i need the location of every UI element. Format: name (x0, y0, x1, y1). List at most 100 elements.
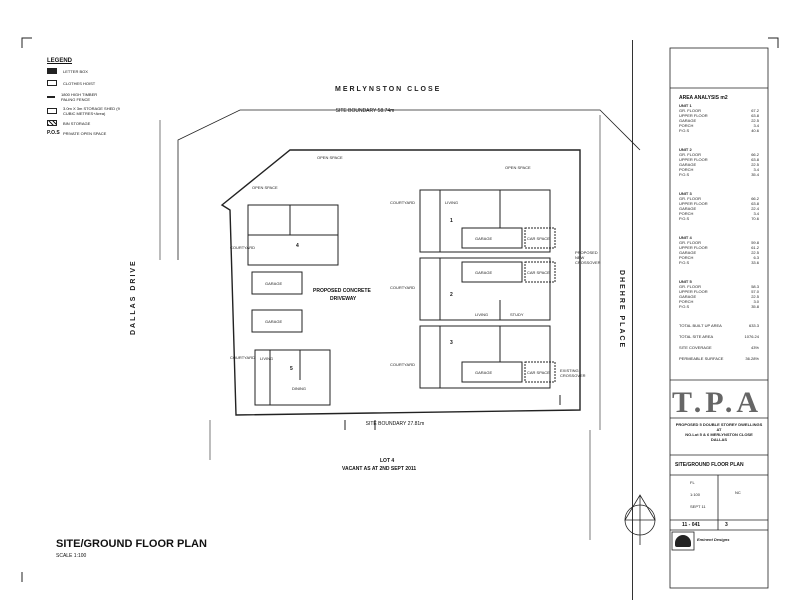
legend-title: LEGEND (47, 58, 73, 64)
drawing-number: 11 - 041 (682, 522, 701, 528)
unit-number-4: 4 (296, 243, 299, 249)
garage-label: GARAGE (475, 236, 493, 241)
living-label: LIVING (445, 200, 459, 205)
plan-title: SITE/GROUND FLOOR PLAN (56, 538, 207, 550)
garage-label: GARAGE (265, 319, 283, 324)
driveway-label-1: PROPOSED CONCRETE (313, 288, 371, 294)
sheet-number: 3 (725, 522, 728, 528)
designer-name: Eminent Designs (697, 537, 730, 542)
meta-value: NC (735, 490, 741, 495)
lot-label-1: LOT 4 (380, 458, 395, 464)
unit-heading: UNIT 1 (679, 103, 692, 108)
study-label: STUDY (510, 312, 524, 317)
letter-box-icon (47, 68, 57, 74)
tpa-logo: T.P.A (672, 386, 763, 419)
unit-number-5: 5 (290, 366, 293, 372)
plan-scale: SCALE 1:100 (56, 553, 87, 559)
courtyard-label: COURTYARD (390, 285, 415, 290)
car-space-label: CAR SPACE (527, 236, 550, 241)
drawing-title: SITE/GROUND FLOOR PLAN (675, 462, 744, 468)
storage-shed-icon (47, 108, 57, 114)
area-analysis-title: AREA ANALYSIS m2 (679, 95, 728, 101)
unit-heading: UNIT 5 (679, 279, 692, 284)
site-boundary-bottom-label: SITE BOUNDARY 27.81m (366, 421, 425, 427)
designer-logo-icon (675, 535, 691, 547)
site-boundary-top-label: SITE BOUNDARY 58.74m (336, 108, 395, 114)
living-label: LIVING (475, 312, 489, 317)
open-space-label: OPEN SPACE (317, 155, 343, 160)
courtyard-label: COURTYARD (230, 245, 255, 250)
fence-icon (47, 96, 55, 98)
bin-storage-icon (47, 120, 57, 126)
sheet-divider (632, 40, 633, 600)
car-space-label: CAR SPACE (527, 370, 550, 375)
courtyard-label: COURTYARD (390, 200, 415, 205)
unit-number-2: 2 (450, 292, 453, 298)
garage-label: GARAGE (475, 270, 493, 275)
courtyard-label: COURTYARD (230, 355, 255, 360)
unit-heading: UNIT 3 (679, 191, 692, 196)
legend-item: 3.0m X 3m STORAGE SHED (9 CUBIC METRES+A… (47, 106, 123, 116)
meta-value: 1:100 (690, 492, 701, 497)
legend-item: LETTER BOX (47, 68, 88, 74)
project-title: PROPOSED 5 DOUBLE STOREY DWELLINGS AT NO… (675, 422, 763, 442)
street-name-top: MERLYNSTON CLOSE (335, 86, 442, 93)
legend-item: 1800 HIGH TIMBER PALING FENCE (47, 92, 111, 102)
legend-item: CLOTHES HOIST (47, 80, 95, 86)
lot-label-2: VACANT AS AT 2ND SEPT 2011 (342, 466, 417, 472)
open-space-label: OPEN SPACE (505, 165, 531, 170)
meta-value: SEPT 11 (690, 504, 706, 509)
driveway-label-2: DRIVEWAY (330, 296, 357, 302)
existing-crossover-label: EXISTING CROSSOVER (560, 368, 586, 378)
unit-heading: UNIT 4 (679, 235, 692, 240)
unit-heading: UNIT 2 (679, 147, 692, 152)
unit-number-3: 3 (450, 340, 453, 346)
clothes-hoist-icon (47, 80, 57, 86)
unit-number-1: 1 (450, 218, 453, 224)
garage-label: GARAGE (265, 281, 283, 286)
meta-value: FL (690, 480, 695, 485)
car-space-label: CAR SPACE (527, 270, 550, 275)
open-space-label: OPEN SPACE (252, 185, 278, 190)
dining-label: DINING (292, 386, 306, 391)
courtyard-label: COURTYARD (390, 362, 415, 367)
legend-item: BIN STORAGE (47, 120, 90, 126)
garage-label: GARAGE (475, 370, 493, 375)
living-label: LIVING (260, 356, 274, 361)
proposed-crossover-label: PROPOSED NEW CROSSOVER (575, 250, 601, 265)
